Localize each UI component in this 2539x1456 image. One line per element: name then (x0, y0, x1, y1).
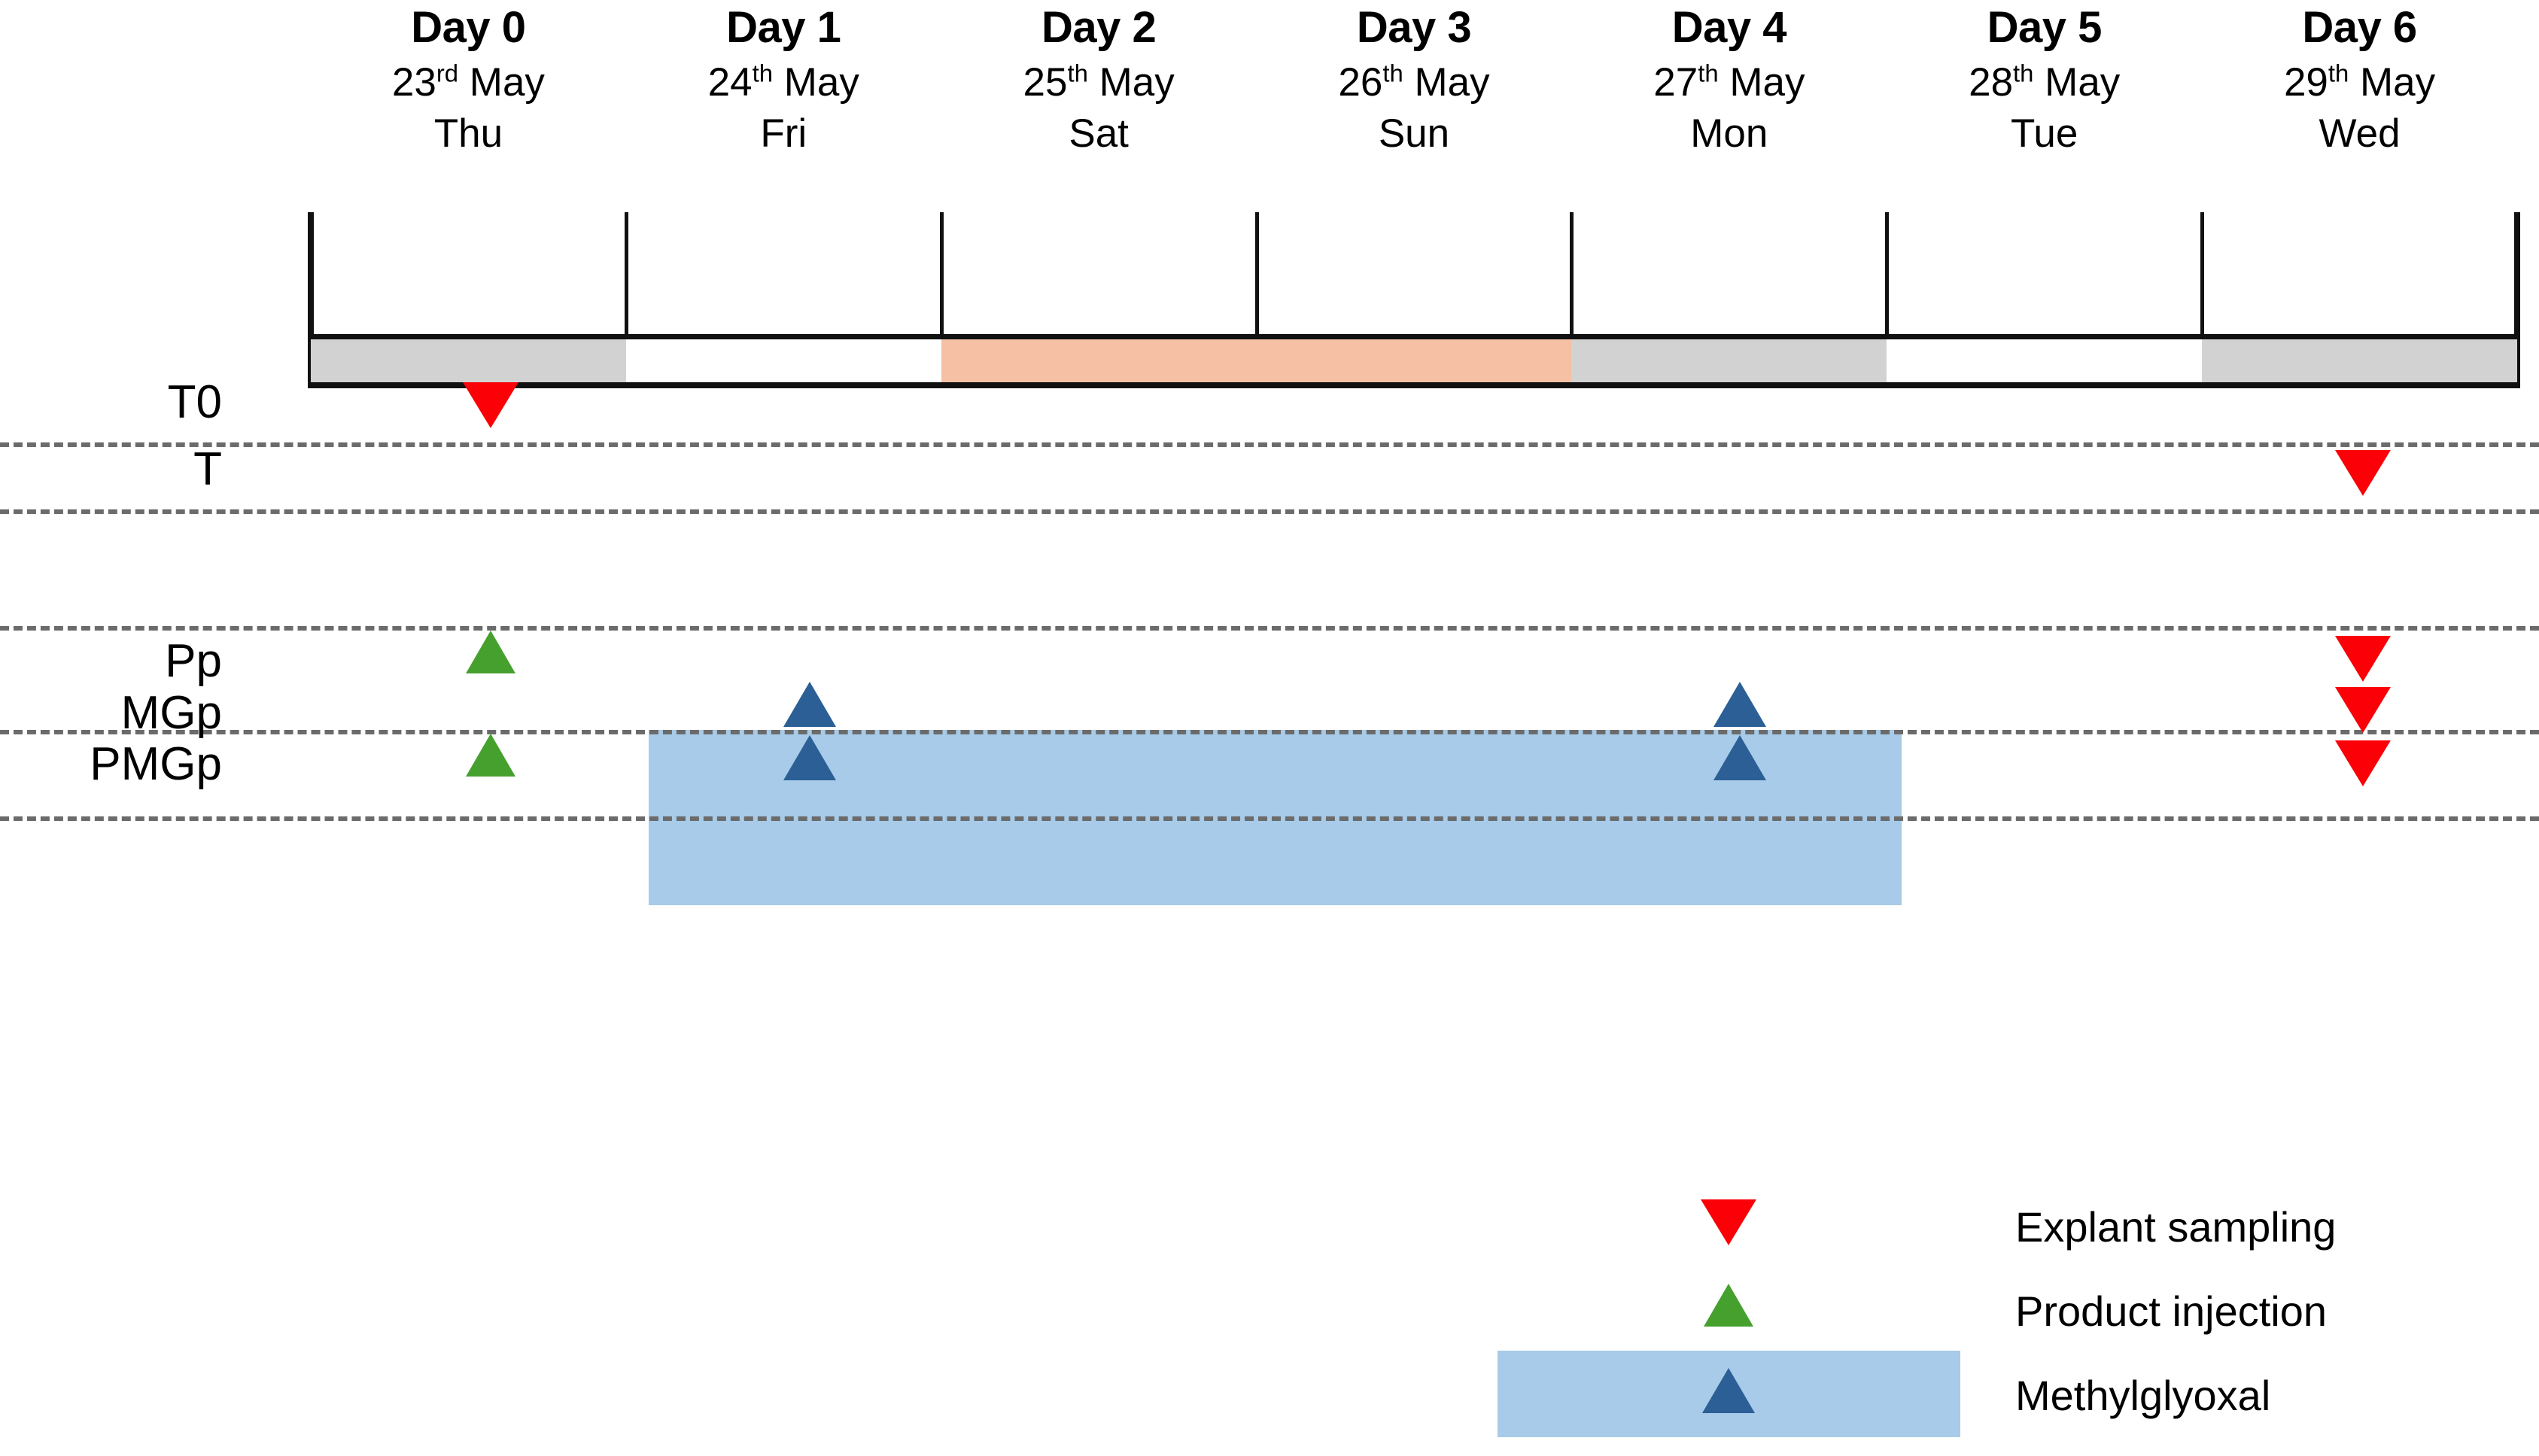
row-separator-4 (0, 816, 2539, 821)
legend-explant-sampling-icon (1701, 1199, 1756, 1245)
methylglyoxal-marker-row-4-day-1 (783, 682, 836, 727)
day-date-number-2: 25 (1023, 60, 1068, 105)
day-date-4: 27th May (1571, 59, 1887, 105)
day-weekday-5: Tue (2011, 111, 2078, 156)
day-date-0: 23rd May (311, 59, 626, 105)
day-weekday-2: Sat (1069, 111, 1129, 156)
day-date-number-6: 29 (2283, 60, 2328, 105)
legend-label-methylglyoxal: Methylglyoxal (2015, 1372, 2271, 1419)
product-injection-marker-row-5-day-0 (466, 734, 515, 777)
legend-label-explant-sampling: Explant sampling (2015, 1203, 2337, 1251)
day-weekday-4: Mon (1690, 111, 1768, 156)
product-injection-marker-row-3-day-0 (466, 631, 515, 673)
timeline-tick-6 (2200, 212, 2205, 388)
methylglyoxal-marker-row-5-day-4 (1713, 735, 1766, 780)
timeline-bar (311, 334, 2517, 388)
day-title-5: Day 5 (1987, 3, 2103, 52)
row-separator-2 (0, 626, 2539, 631)
day-date-month-2: May (1087, 60, 1175, 105)
legend-label-product-injection: Product injection (2015, 1287, 2328, 1335)
row-label-t0: T0 (167, 376, 222, 428)
timeline-cell-day-5 (1887, 339, 2203, 382)
row-label-mgp: MGp (120, 687, 222, 739)
timeline-cell-day-4 (1571, 339, 1887, 382)
timeline-cell-day-3 (1256, 339, 1572, 382)
timeline-cell-day-2 (941, 339, 1257, 382)
timeline-tick-1 (624, 212, 628, 388)
explant-sampling-marker-row-4-day-6 (2335, 687, 2391, 733)
day-date-month-5: May (2033, 60, 2121, 105)
day-date-month-0: May (458, 60, 545, 105)
day-date-ordinal-2: th (1067, 59, 1088, 87)
methylglyoxal-marker-row-5-day-1 (783, 735, 836, 780)
legend-product-injection-icon (1704, 1284, 1753, 1327)
day-title-4: Day 4 (1671, 3, 1787, 52)
timeline-tick-2 (939, 212, 944, 388)
row-separator-3 (0, 730, 2539, 734)
explant-sampling-marker-row-5-day-6 (2335, 740, 2391, 786)
row-separator-0 (0, 442, 2539, 447)
timeline-tick-5 (1885, 212, 1890, 388)
timeline-tick-3 (1254, 212, 1259, 388)
day-date-ordinal-4: th (1698, 59, 1719, 87)
day-date-ordinal-3: th (1382, 59, 1403, 87)
day-date-2: 25th May (941, 59, 1257, 105)
day-date-number-1: 24 (707, 60, 753, 105)
row-label-t: T (193, 443, 222, 495)
day-date-3: 26th May (1257, 59, 1572, 105)
day-date-month-4: May (1718, 60, 1805, 105)
day-weekday-0: Thu (433, 111, 503, 156)
day-title-1: Day 1 (726, 3, 841, 52)
day-title-3: Day 3 (1356, 3, 1472, 52)
day-date-ordinal-6: th (2328, 59, 2349, 87)
day-date-month-3: May (1403, 60, 1490, 105)
day-weekday-3: Sun (1378, 111, 1450, 156)
explant-sampling-marker-row-0-day-0 (463, 382, 518, 428)
row-label-pp: Pp (165, 635, 222, 687)
day-weekday-1: Fri (760, 111, 807, 156)
explant-sampling-marker-row-3-day-6 (2335, 636, 2391, 682)
day-date-number-0: 23 (391, 60, 436, 105)
day-date-ordinal-0: rd (436, 59, 459, 87)
explant-sampling-marker-row-1-day-6 (2335, 450, 2391, 496)
timeline-cell-day-0 (311, 339, 626, 382)
row-label-pmgp: PMGp (90, 738, 222, 790)
day-date-number-4: 27 (1653, 60, 1698, 105)
day-date-5: 28th May (1887, 59, 2202, 105)
timeline-cell-day-6 (2202, 339, 2517, 382)
day-date-ordinal-5: th (2013, 59, 2034, 87)
timeline-tick-7 (2514, 212, 2520, 388)
day-date-month-1: May (773, 60, 859, 105)
day-date-ordinal-1: th (752, 59, 774, 87)
day-date-number-3: 26 (1338, 60, 1383, 105)
day-date-number-5: 28 (1969, 60, 2014, 105)
day-title-6: Day 6 (2302, 3, 2417, 52)
day-date-1: 24th May (626, 59, 941, 105)
day-date-6: 29th May (2202, 59, 2517, 105)
timeline-tick-0 (308, 212, 314, 388)
timeline-cell-day-1 (625, 339, 941, 382)
day-weekday-6: Wed (2319, 111, 2401, 156)
day-title-0: Day 0 (411, 3, 526, 52)
day-title-2: Day 2 (1041, 3, 1157, 52)
legend-methylglyoxal-icon (1702, 1368, 1755, 1413)
day-date-month-6: May (2349, 60, 2436, 105)
timeline-tick-4 (1570, 212, 1574, 388)
methylglyoxal-marker-row-4-day-4 (1713, 682, 1766, 727)
row-separator-1 (0, 509, 2539, 514)
